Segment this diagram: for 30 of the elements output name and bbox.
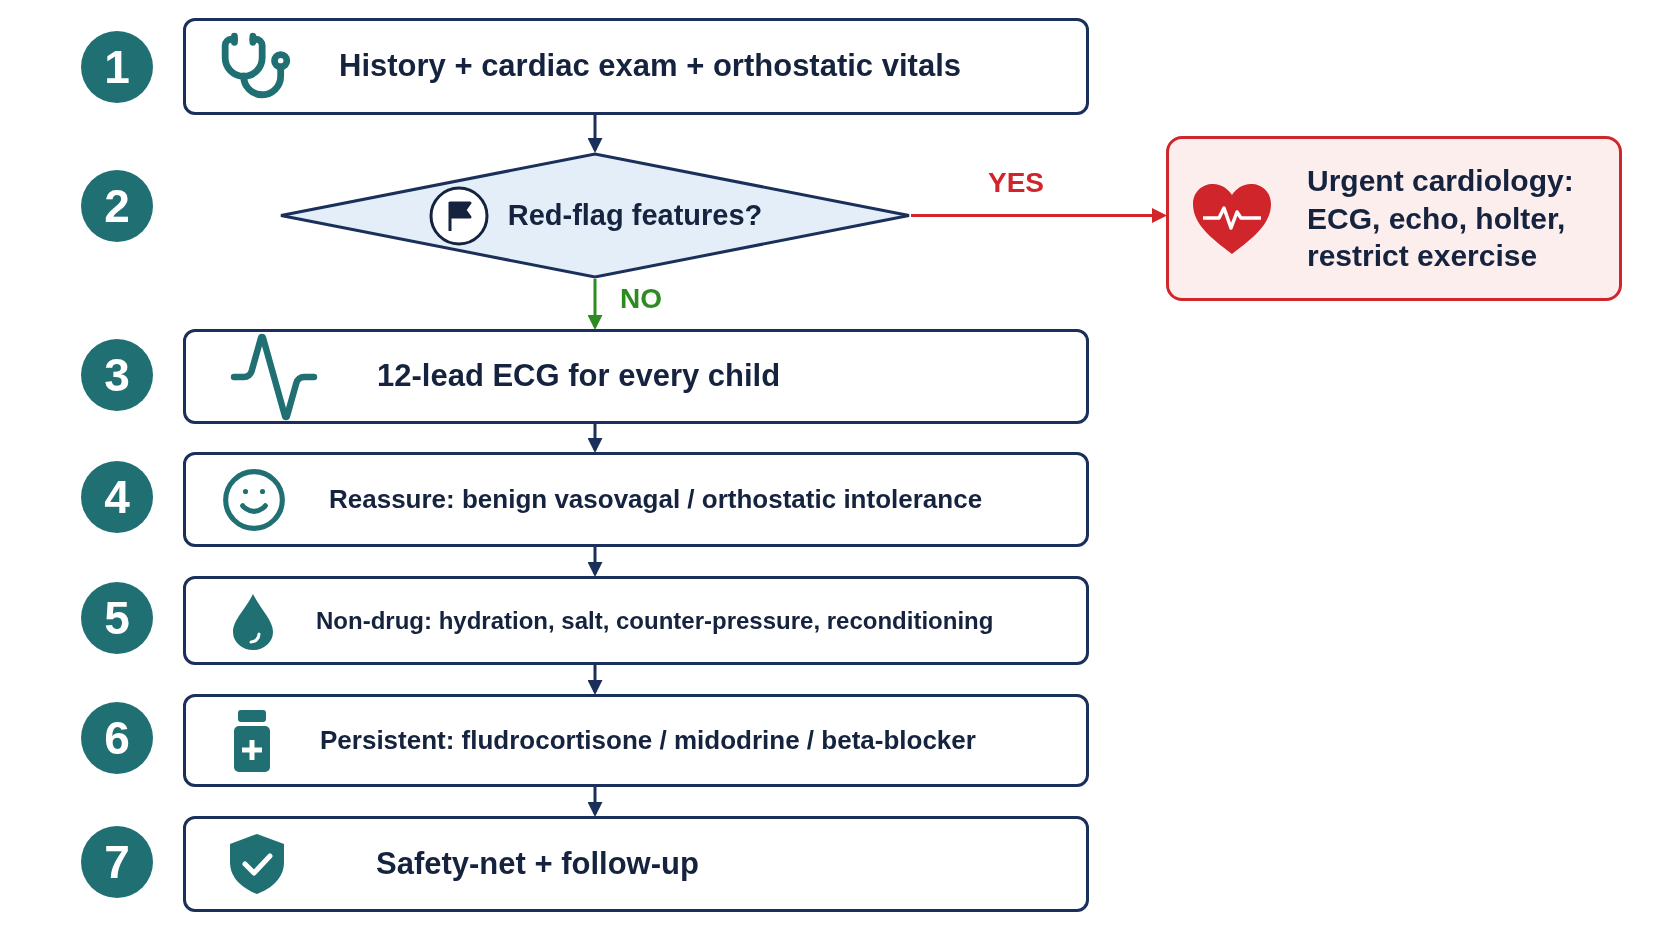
step-number: 1 (104, 44, 130, 90)
step-text: Reassure: benign vasovagal / orthostatic intolerance (329, 483, 983, 516)
step-text: Safety-net + follow-up (376, 844, 699, 883)
step-box (183, 816, 1089, 912)
step-number: 6 (104, 715, 130, 761)
step-number: 5 (104, 595, 130, 641)
step-text: Urgent cardiology: ECG, echo, holter, restrict exercise (1307, 163, 1575, 275)
arrow (911, 208, 1167, 223)
step-number: 3 (104, 352, 130, 398)
step-number: 7 (104, 839, 130, 885)
alert-box (1166, 136, 1622, 301)
step-box (183, 694, 1089, 787)
step-number: 4 (104, 474, 130, 520)
decision-diamond (279, 152, 911, 279)
arrow (587, 115, 603, 153)
step-text: 12-lead ECG for every child (377, 357, 781, 396)
arrow (587, 787, 603, 817)
step-box (183, 576, 1089, 665)
arrow (587, 279, 603, 330)
arrow (587, 547, 603, 577)
step-box (183, 329, 1089, 424)
step-text: History + cardiac exam + orthostatic vitals (339, 47, 961, 86)
step-text: Non-drug: hydration, salt, counter-pressure, reconditioning (316, 605, 994, 636)
arrow (587, 665, 603, 695)
step-box (183, 18, 1089, 115)
step-box (183, 452, 1089, 547)
decision-text: Red-flag features? (507, 198, 763, 234)
arrow (587, 424, 603, 453)
step-text: Persistent: fludrocortisone / midodrine / beta-blocker (320, 724, 976, 757)
step-number: 2 (104, 183, 130, 229)
